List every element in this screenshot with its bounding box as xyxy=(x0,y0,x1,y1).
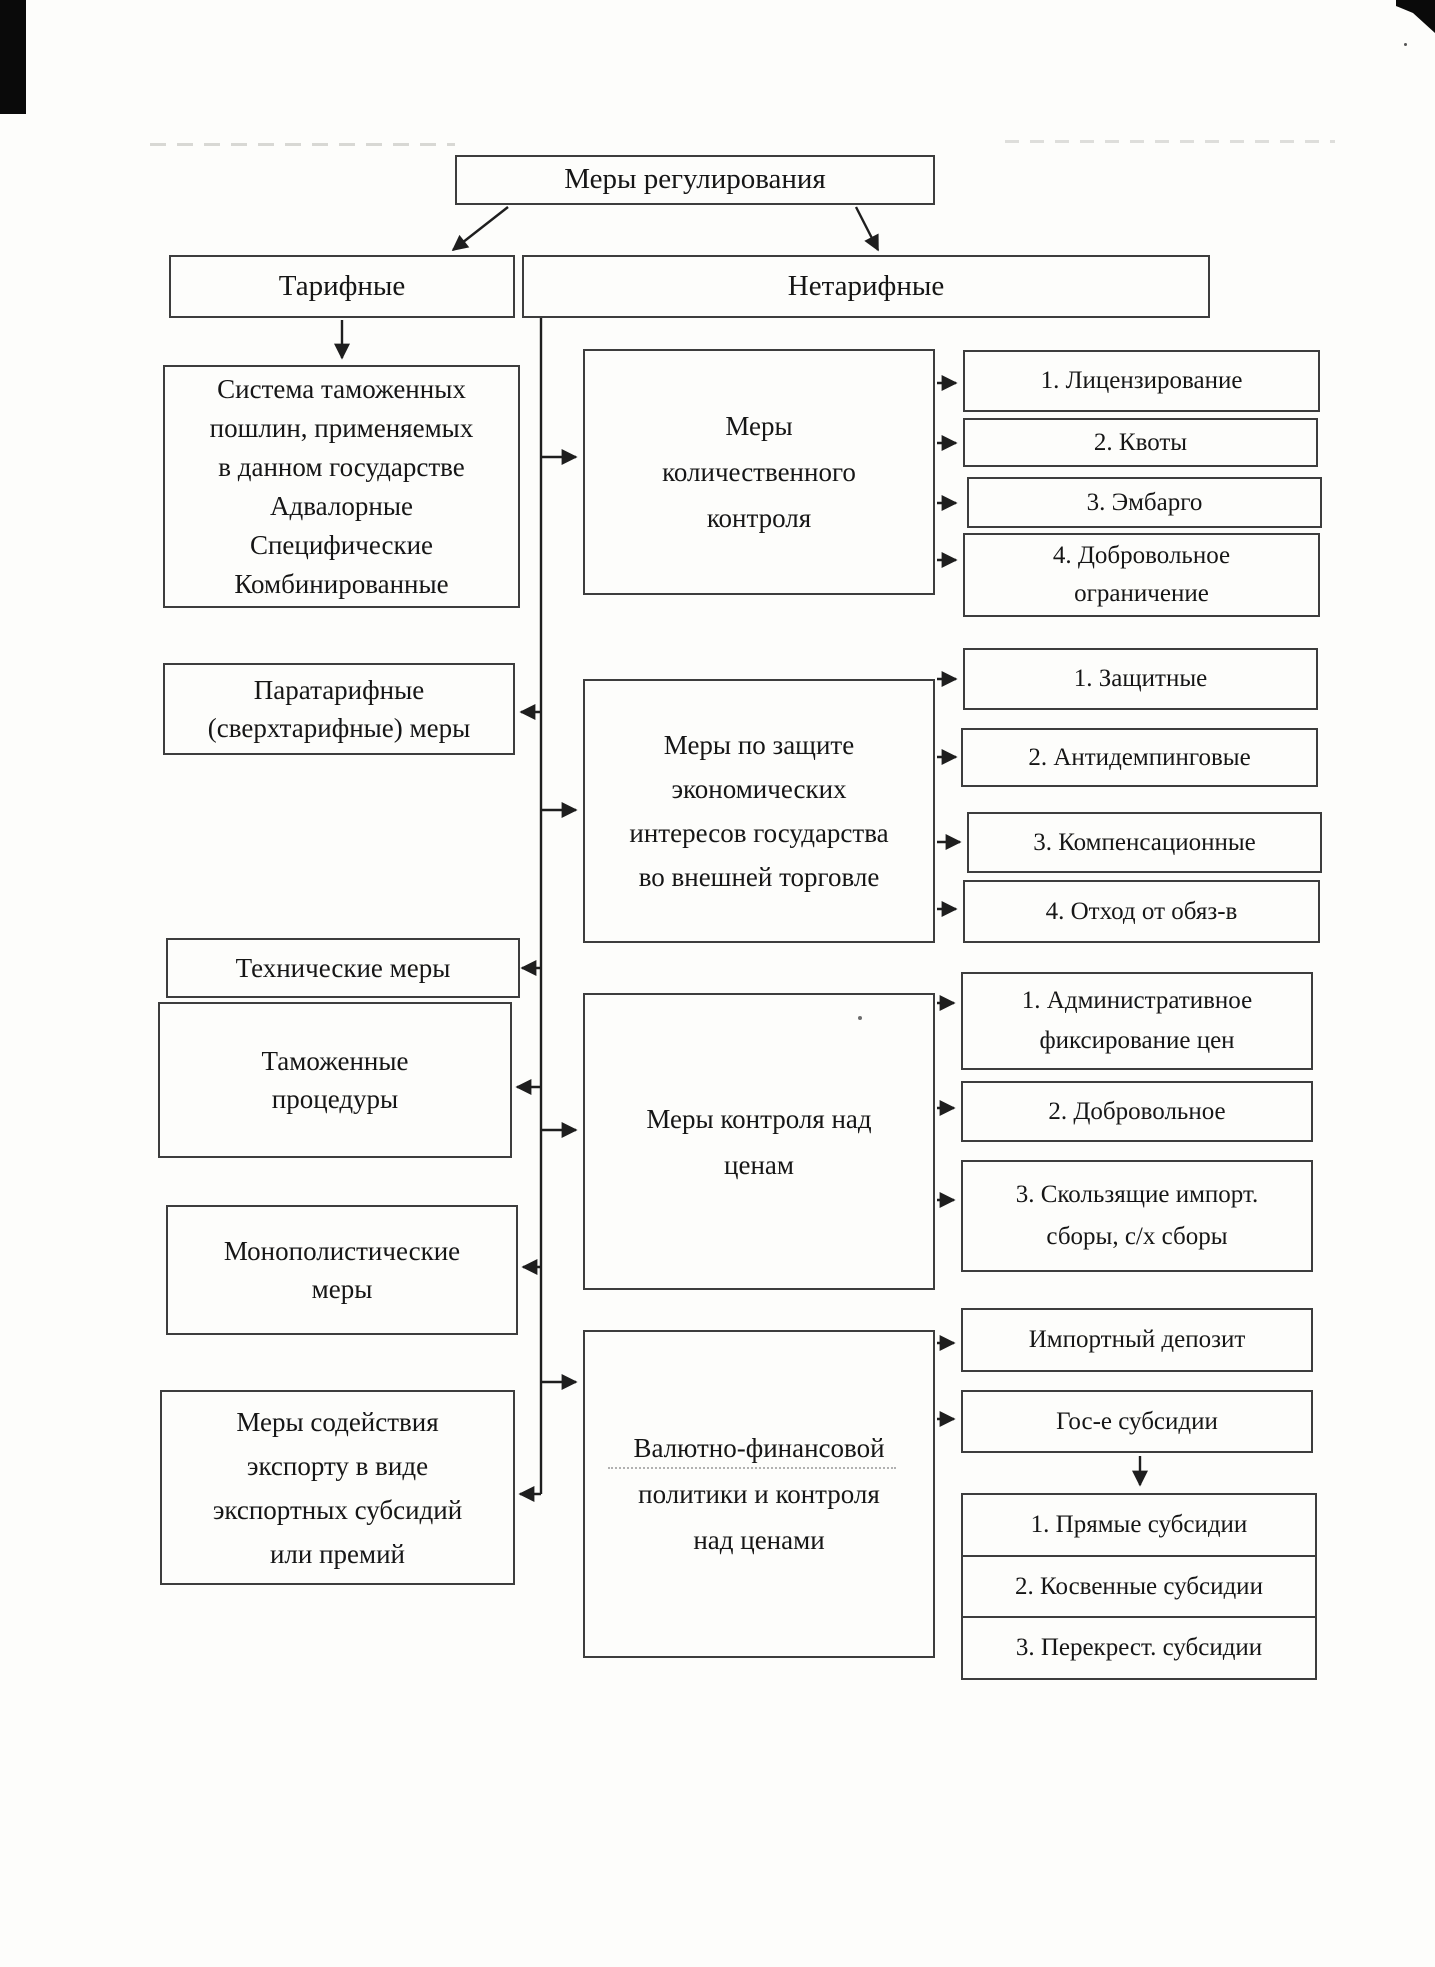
node-monopolistic-measures: Монополистические меры xyxy=(166,1205,518,1335)
node-paratariff-measures: Паратарифные (сверхтарифные) меры xyxy=(163,663,515,755)
node-nontariff: Нетарифные xyxy=(522,255,1210,318)
node-quantitative-control-measures: Меры количественного контроля xyxy=(583,349,935,595)
scan-artifact-line xyxy=(150,143,455,146)
node-antidumping: 2. Антидемпинговые xyxy=(961,728,1318,787)
node-licensing: 1. Лицензирование xyxy=(963,350,1320,412)
node-direct-subsidies: 1. Прямые субсидии xyxy=(1030,1510,1248,1538)
node-protective: 1. Защитные xyxy=(963,648,1318,710)
node-regulation-measures: Меры регулирования xyxy=(455,155,935,205)
node-administrative-price-fixing: 1. Административное фиксирование цен xyxy=(961,972,1313,1070)
node-state-subsidies: Гос-е субсидии xyxy=(961,1390,1313,1453)
node-technical-measures: Технические меры xyxy=(166,938,520,998)
node-price-control-measures: Меры контроля над ценам xyxy=(583,993,935,1290)
node-voluntary: 2. Добровольное xyxy=(961,1081,1313,1142)
node-economic-interests-protection: Меры по защите экономических интересов г… xyxy=(583,679,935,943)
scan-artifact-corner-fold xyxy=(1396,0,1435,33)
node-customs-duties-system: Система таможенных пошлин, применяемых в… xyxy=(163,365,520,608)
node-quotas: 2. Квоты xyxy=(963,418,1318,467)
node-export-promotion-measures: Меры содействия экспорту в виде экспортн… xyxy=(160,1390,515,1585)
node-embargo: 3. Эмбарго xyxy=(967,477,1322,528)
node-currency-financial-policy: Валютно-финансовой политики и контроля н… xyxy=(583,1330,935,1658)
node-sliding-import-fees: 3. Скользящие импорт. сборы, с/х сборы xyxy=(961,1160,1313,1272)
scan-artifact-line xyxy=(1005,140,1335,143)
node-voluntary-restriction: 4. Добровольное ограничение xyxy=(963,533,1320,617)
scan-artifact-dot xyxy=(1404,43,1407,46)
node-indirect-subsidies: 2. Косвенные субсидии xyxy=(963,1554,1315,1617)
scan-artifact-dot xyxy=(858,1016,862,1020)
node-subsidy-types-group: 1. Прямые субсидии 2. Косвенные субсидии… xyxy=(961,1493,1317,1680)
node-cross-subsidies: 3. Перекрест. субсидии xyxy=(963,1616,1315,1678)
scan-artifact-corner xyxy=(0,0,26,114)
node-import-deposit: Импортный депозит xyxy=(961,1308,1313,1372)
scan-artifact-dotted-line xyxy=(608,1467,896,1469)
node-compensatory: 3. Компенсационные xyxy=(967,812,1322,873)
node-tariff: Тарифные xyxy=(169,255,515,318)
node-withdrawal-from-obligations: 4. Отход от обяз-в xyxy=(963,880,1320,943)
node-customs-procedures: Таможенные процедуры xyxy=(158,1002,512,1158)
